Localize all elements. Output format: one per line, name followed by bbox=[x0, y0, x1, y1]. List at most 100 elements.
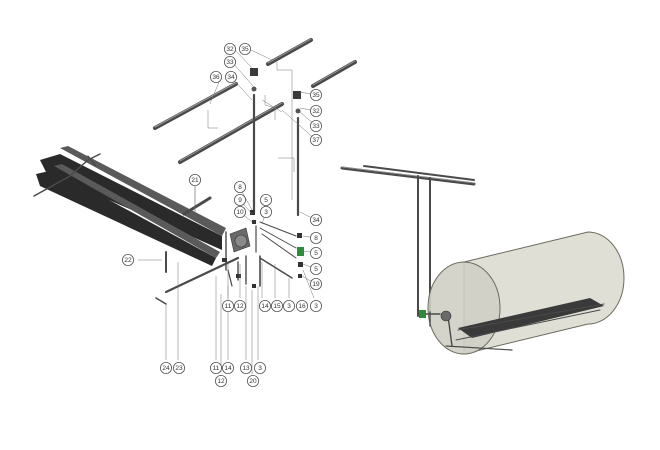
callout-9: 9 bbox=[233, 193, 246, 206]
fitting-9 bbox=[250, 210, 255, 215]
callout-19: 19 bbox=[309, 277, 322, 290]
callout-label: 36 bbox=[212, 74, 220, 81]
callout-label: 32 bbox=[226, 46, 234, 53]
callout-16: 16 bbox=[295, 299, 308, 312]
callout-34: 34 bbox=[309, 213, 322, 226]
callout-label: 32 bbox=[312, 108, 320, 115]
callout-label: 13 bbox=[242, 365, 250, 372]
callout-label: 12 bbox=[236, 303, 244, 310]
tank-flange bbox=[440, 310, 452, 322]
callout-8: 8 bbox=[233, 180, 246, 193]
callout-24: 24 bbox=[159, 361, 172, 374]
callout-label: 20 bbox=[249, 378, 257, 385]
callout-12: 12 bbox=[214, 374, 227, 387]
callout-label: 9 bbox=[238, 197, 242, 204]
flange-disc bbox=[234, 234, 248, 248]
callout-label: 10 bbox=[236, 209, 244, 216]
element-bracket bbox=[33, 153, 101, 197]
callout-3: 3 bbox=[309, 299, 322, 312]
fitting-32-left bbox=[250, 68, 258, 76]
tank-heating-element bbox=[458, 298, 604, 338]
part-24 bbox=[155, 297, 167, 305]
fitting-5-lower bbox=[298, 262, 303, 267]
callout-5: 5 bbox=[309, 262, 322, 275]
callout-label: 14 bbox=[261, 303, 269, 310]
pipe-35-upper bbox=[266, 38, 313, 66]
exploded-view bbox=[33, 38, 357, 374]
callout-label: 5 bbox=[314, 250, 318, 257]
rod-lower-long bbox=[164, 256, 240, 294]
callout-label: 19 bbox=[312, 281, 320, 288]
callout-33: 33 bbox=[223, 56, 236, 69]
callout-32: 32 bbox=[223, 43, 236, 56]
callout-21: 21 bbox=[188, 173, 201, 186]
callout-35: 35 bbox=[238, 43, 251, 56]
callout-label: 33 bbox=[312, 123, 320, 130]
callout-label: 15 bbox=[273, 303, 281, 310]
callout-10: 10 bbox=[233, 205, 246, 218]
callout-label: 5 bbox=[314, 266, 318, 273]
callout-label: 5 bbox=[264, 197, 268, 204]
callout-label: 14 bbox=[224, 365, 232, 372]
callout-label: 33 bbox=[226, 59, 234, 66]
callout-label: 12 bbox=[217, 378, 225, 385]
callout-label: 3 bbox=[314, 303, 318, 310]
assembled-top-pipe bbox=[340, 166, 476, 186]
callout-32: 32 bbox=[309, 105, 322, 118]
callout-label: 23 bbox=[175, 365, 183, 372]
callout-label: 22 bbox=[124, 257, 132, 264]
pipe-37 bbox=[178, 102, 284, 164]
heating-element-lower bbox=[36, 170, 216, 266]
callout-12: 12 bbox=[233, 299, 246, 312]
fitting-33-right bbox=[295, 108, 301, 114]
callout-label: 3 bbox=[258, 365, 262, 372]
callout-label: 24 bbox=[162, 365, 170, 372]
callout-label: 34 bbox=[312, 217, 320, 224]
callout-label: 8 bbox=[238, 184, 242, 191]
callout-5: 5 bbox=[309, 246, 322, 259]
callout-3: 3 bbox=[259, 205, 272, 218]
callout-8: 8 bbox=[309, 231, 322, 244]
callout-36: 36 bbox=[209, 71, 222, 84]
callout-label: 11 bbox=[213, 365, 220, 372]
callout-22: 22 bbox=[122, 253, 135, 266]
callout-33: 33 bbox=[309, 120, 322, 133]
callout-3: 3 bbox=[253, 361, 266, 374]
callout-14: 14 bbox=[221, 361, 234, 374]
callout-label: 16 bbox=[298, 303, 306, 310]
assembled-view bbox=[340, 165, 625, 355]
callout-34: 34 bbox=[224, 71, 237, 84]
callout-label: 3 bbox=[287, 303, 291, 310]
callout-label: 35 bbox=[241, 46, 249, 53]
tank-end-cap bbox=[427, 261, 501, 355]
callout-37: 37 bbox=[309, 133, 322, 146]
callout-15: 15 bbox=[270, 299, 283, 312]
callout-label: 3 bbox=[264, 209, 268, 216]
callout-20: 20 bbox=[246, 374, 259, 387]
fitting-32-right bbox=[293, 91, 301, 99]
callout-label: 21 bbox=[191, 177, 199, 184]
callout-label: 35 bbox=[312, 92, 320, 99]
callout-label: 34 bbox=[227, 74, 235, 81]
fitting-19 bbox=[298, 274, 302, 278]
callout-label: 37 bbox=[312, 137, 320, 144]
callout-35: 35 bbox=[309, 89, 322, 102]
callout-3: 3 bbox=[282, 299, 295, 312]
callout-23: 23 bbox=[172, 361, 185, 374]
pipe-36 bbox=[153, 82, 238, 130]
callout-13: 13 bbox=[239, 361, 252, 374]
callout-11: 11 bbox=[209, 361, 222, 374]
callout-14: 14 bbox=[258, 299, 271, 312]
callout-label: 8 bbox=[314, 235, 318, 242]
valve-5-green bbox=[297, 247, 304, 256]
tank-valve-green bbox=[419, 310, 426, 318]
callout-11: 11 bbox=[221, 299, 234, 312]
fitting-10 bbox=[252, 220, 256, 224]
fitting-33-left bbox=[251, 86, 257, 92]
callout-label: 11 bbox=[225, 303, 232, 310]
callout-5: 5 bbox=[259, 193, 272, 206]
rod-21 bbox=[182, 196, 212, 216]
fitting-8 bbox=[297, 233, 302, 238]
